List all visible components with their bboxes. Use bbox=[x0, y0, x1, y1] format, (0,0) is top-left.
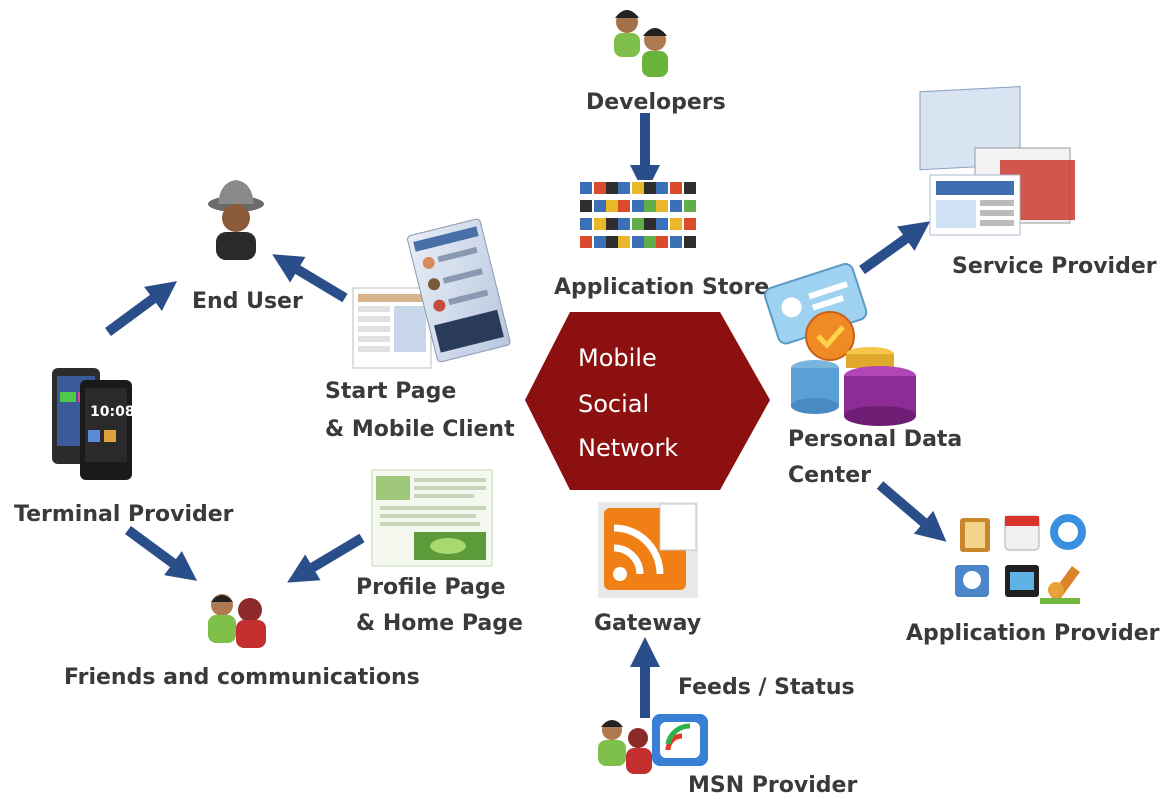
personal-data-center-label-2: Center bbox=[788, 463, 871, 488]
profile-page-label-2: & Home Page bbox=[356, 611, 523, 636]
start-page-label-1: Start Page bbox=[325, 379, 456, 404]
arrow-to-service-provider bbox=[859, 221, 931, 275]
arrow-terminal-to-friends bbox=[125, 525, 198, 581]
application-provider-icons bbox=[955, 514, 1086, 604]
msn-provider-icon bbox=[598, 714, 708, 774]
hexagon-line-3: Network bbox=[578, 434, 678, 462]
gateway-label: Gateway bbox=[594, 611, 701, 636]
hexagon-line-2: Social bbox=[578, 390, 649, 418]
start-page-label-2: & Mobile Client bbox=[325, 417, 515, 442]
arrow-start-page-to-end-user bbox=[272, 254, 348, 303]
profile-page-label-1: Profile Page bbox=[356, 575, 506, 600]
svg-text:10:08: 10:08 bbox=[90, 404, 135, 420]
developers-label: Developers bbox=[586, 90, 726, 115]
arrow-to-application-provider bbox=[876, 481, 947, 542]
developers-people-icon bbox=[614, 10, 668, 77]
friends-label: Friends and communications bbox=[64, 665, 420, 690]
personal-data-center-label-1: Personal Data bbox=[788, 427, 962, 452]
app-grid-icon bbox=[578, 180, 698, 260]
terminal-provider-label: Terminal Provider bbox=[14, 502, 234, 527]
profile-page-screen-icon bbox=[371, 469, 493, 567]
hexagon-line-1: Mobile bbox=[578, 344, 657, 372]
msn-provider-label: MSN Provider bbox=[688, 773, 857, 798]
arrow-terminal-to-end-user bbox=[105, 281, 178, 337]
application-provider-label: Application Provider bbox=[906, 621, 1160, 646]
friends-people-icon bbox=[208, 594, 266, 648]
arrow-profile-to-friends bbox=[287, 533, 365, 583]
application-store-label: Application Store bbox=[554, 275, 769, 300]
mobile-social-network-hexagon: Mobile Social Network bbox=[525, 312, 770, 490]
personal-data-center-icon bbox=[764, 263, 916, 426]
terminal-provider-phones-icon: 10:08 bbox=[52, 368, 135, 480]
service-provider-label: Service Provider bbox=[952, 254, 1157, 279]
end-user-label: End User bbox=[192, 289, 303, 314]
start-page-screens-icon bbox=[352, 218, 511, 369]
service-provider-screens-icon bbox=[919, 86, 1075, 236]
feeds-status-label: Feeds / Status bbox=[678, 675, 855, 700]
gateway-rss-icon bbox=[598, 502, 698, 598]
end-user-icon bbox=[208, 180, 264, 260]
arrows bbox=[105, 113, 947, 718]
